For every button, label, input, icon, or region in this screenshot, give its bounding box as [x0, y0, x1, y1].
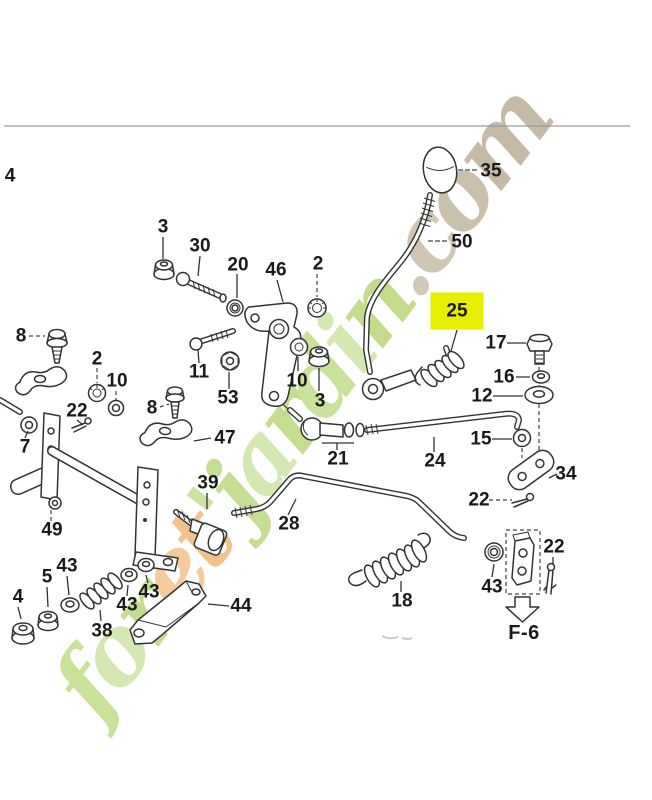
part-bolt-8-left: [46, 328, 68, 364]
part-label-17: 17: [485, 333, 506, 354]
part-spring-25: [414, 345, 465, 388]
part-cotter-pin-22-upper: [511, 492, 535, 508]
part-bolt-30: [175, 271, 227, 303]
part-label-49: 49: [41, 520, 62, 541]
part-label-12: 12: [471, 386, 492, 407]
part-plate-34: [507, 449, 555, 491]
part-link-f6: [511, 531, 535, 586]
part-label-25[interactable]: 25: [446, 301, 468, 322]
part-bolt-39: [173, 508, 228, 556]
part-bolt-8-right: [165, 386, 185, 419]
part-label-43: 43: [138, 582, 159, 603]
part-washer-20: [226, 299, 244, 317]
part-label-5: 5: [42, 567, 53, 588]
alignment-dashes: [521, 367, 540, 458]
part-washer-10-centre: [289, 337, 309, 357]
part-washer-43-b: [120, 567, 138, 583]
part-label-22: 22: [66, 401, 87, 422]
part-clamp-8: [14, 366, 68, 396]
leader-lines: [17, 169, 558, 622]
part-label-4: 4: [13, 587, 24, 608]
part-label-11: 11: [189, 362, 210, 383]
part-label-39: 39: [197, 473, 218, 494]
part-label-16: 16: [493, 367, 514, 388]
part-bracket-46: [244, 302, 302, 413]
part-nut-4: [11, 622, 35, 645]
part-label-4: 4: [5, 166, 16, 187]
figure-ref-label: F-6: [508, 622, 540, 644]
faint-mark: [381, 635, 413, 640]
part-rod-24: [364, 410, 522, 436]
part-label-35: 35: [480, 161, 502, 182]
part-washer-2-left: [87, 383, 107, 403]
part-label-44: 44: [230, 596, 252, 617]
part-label-30: 30: [189, 236, 210, 257]
f6-dashed-box: [505, 529, 541, 595]
part-ball-joint-21: [287, 407, 365, 441]
part-label-10: 10: [286, 371, 307, 392]
part-label-34: 34: [555, 464, 577, 485]
part-label-47: 47: [214, 428, 235, 449]
part-nut-43-f6: [484, 542, 504, 562]
part-nut-2-upper: [307, 298, 327, 318]
part-label-2: 2: [92, 349, 103, 370]
part-label-7: 7: [20, 437, 31, 458]
part-cotter-pin-22-f6: [543, 562, 557, 595]
part-washer-12: [524, 385, 554, 405]
part-label-2: 2: [313, 254, 324, 275]
part-nut-15: [512, 428, 532, 448]
part-label-3: 3: [158, 217, 169, 238]
part-frame-49: [9, 412, 179, 572]
part-nut-53: [220, 351, 240, 371]
part-label-43: 43: [481, 577, 502, 598]
part-nut-3-centre: [308, 346, 330, 368]
part-washer-16: [531, 370, 551, 384]
part-clamp-47: [139, 419, 193, 447]
part-label-46: 46: [265, 260, 286, 281]
part-bracket-44: [129, 580, 207, 645]
part-spring-18: [347, 532, 431, 588]
part-label-18: 18: [391, 591, 412, 612]
part-cotter-pin-22-left: [71, 417, 92, 433]
part-washer-43-c: [137, 557, 155, 573]
part-label-8: 8: [16, 326, 27, 347]
highlight-tag-25[interactable]: [430, 292, 484, 330]
f6-arrow-icon: [505, 596, 540, 623]
part-lever-50: [361, 192, 436, 401]
part-washer-43-a: [60, 597, 80, 613]
part-spring-38: [79, 572, 123, 610]
part-nut-5: [37, 610, 59, 632]
part-label-38: 38: [91, 621, 112, 642]
part-label-21: 21: [327, 449, 349, 470]
part-rod-28: [231, 472, 467, 541]
part-label-53: 53: [217, 388, 238, 409]
part-label-8: 8: [147, 398, 158, 419]
part-label-20: 20: [227, 255, 248, 276]
part-washer-7: [0, 397, 38, 434]
part-label-50: 50: [451, 232, 472, 253]
part-label-15: 15: [470, 429, 492, 450]
part-label-28: 28: [278, 514, 299, 535]
part-knob-35: [422, 146, 458, 194]
part-label-22: 22: [543, 537, 564, 558]
part-label-3: 3: [315, 391, 326, 412]
part-bolt-17: [526, 333, 553, 365]
part-washer-10-left: [107, 399, 125, 417]
part-label-43: 43: [116, 595, 137, 616]
part-label-43: 43: [56, 556, 77, 577]
part-nut-3-upper: [153, 259, 175, 281]
part-label-24: 24: [424, 451, 446, 472]
part-label-22: 22: [468, 490, 489, 511]
part-label-10: 10: [106, 371, 127, 392]
part-bolt-11: [189, 328, 236, 351]
